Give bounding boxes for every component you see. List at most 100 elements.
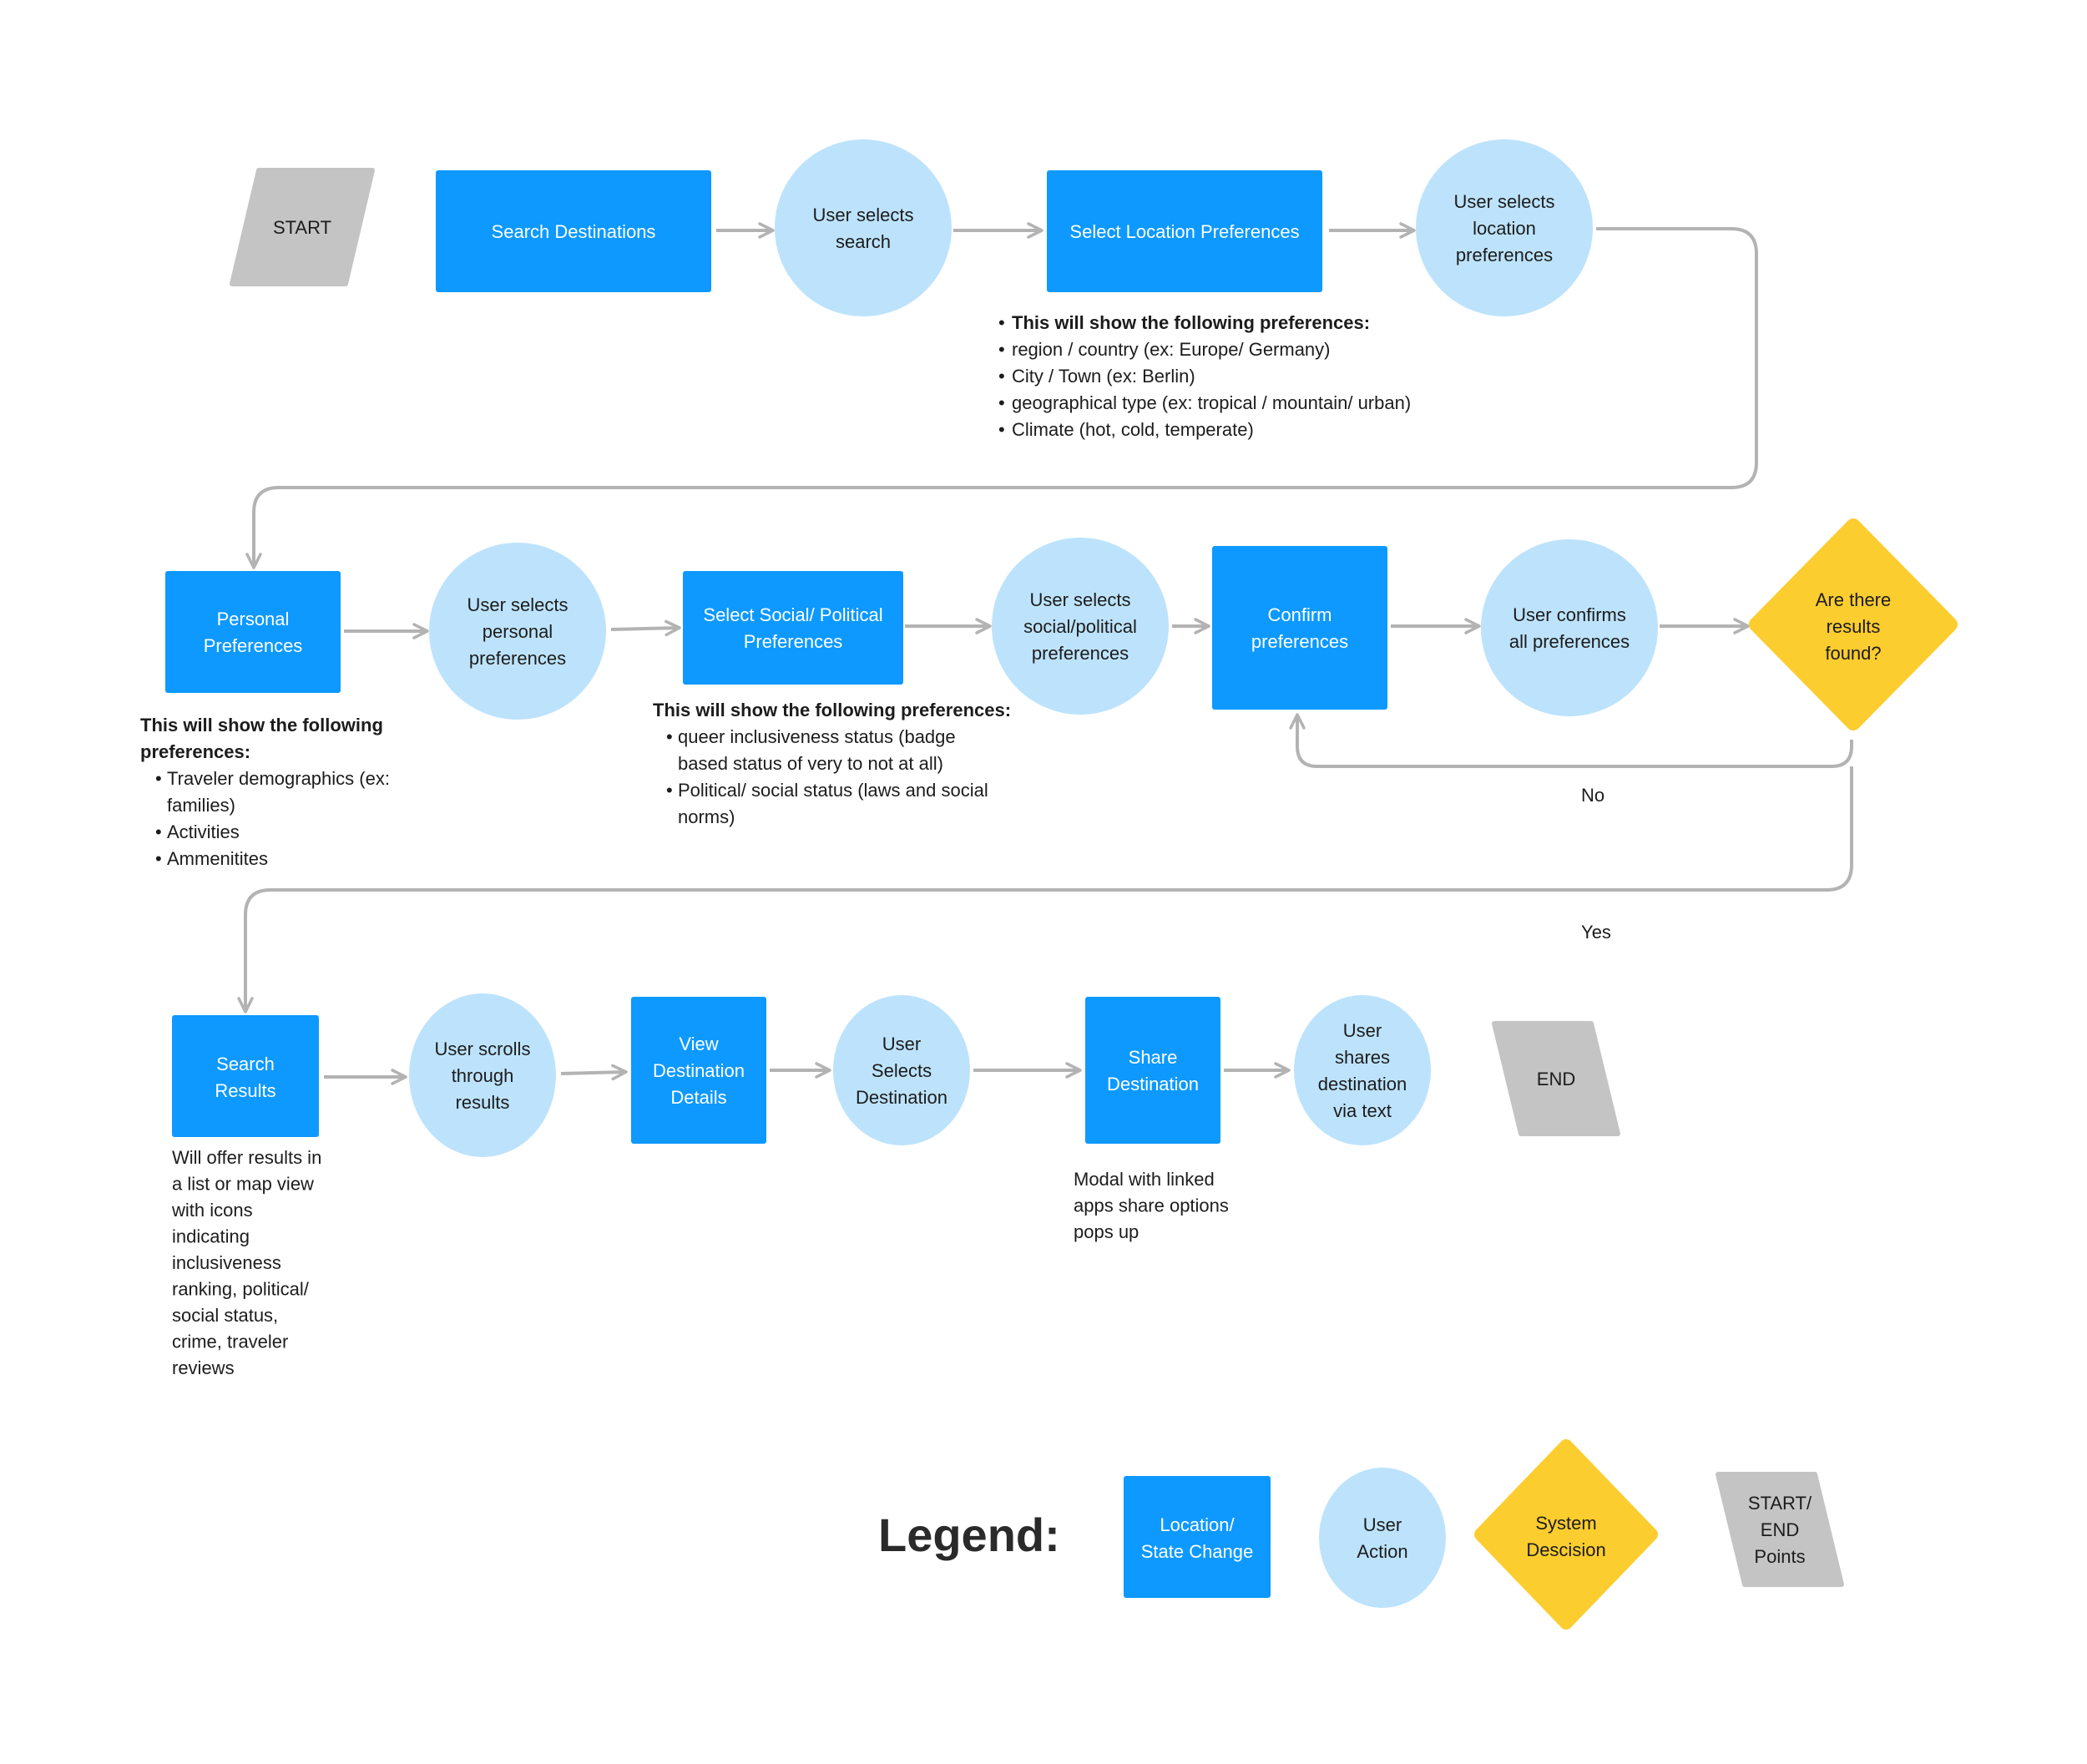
confirm-preferences-line: preferences [1251, 631, 1348, 652]
legend-terminal-line: Points [1754, 1546, 1805, 1567]
user-selects-social-label: User selects social/political preferences [1023, 589, 1137, 664]
user-scrolls-line: through [452, 1065, 514, 1086]
user-selects-search-line: User selects [812, 205, 913, 225]
note-line: Activities [167, 821, 240, 842]
select-location-preferences-node: Select Location Preferences [1047, 170, 1322, 292]
arrow-user-personal-social [610, 619, 681, 637]
bullet-icon: • [155, 848, 162, 869]
view-destination-details-line: View [679, 1034, 718, 1054]
user-shares-destination-line: via text [1333, 1100, 1392, 1121]
search-destinations-line: Search Destinations [492, 221, 656, 242]
note-line: based status of very to not at all) [678, 753, 943, 774]
connector-row1-to-row2 [245, 227, 1758, 569]
user-selects-social-node: User selects social/political preferences [992, 538, 1169, 715]
bullet-icon: • [998, 339, 1005, 360]
note-line: families) [167, 795, 235, 816]
location-note-text: •This will show the following preference… [998, 312, 1411, 440]
select-location-preferences-label: Select Location Preferences [1069, 221, 1299, 242]
search-results-line: Results [215, 1080, 275, 1101]
user-shares-destination-line: User [1343, 1020, 1382, 1041]
end-terminal: END [1492, 1021, 1620, 1136]
legend-action-line: User [1363, 1514, 1402, 1535]
are-there-results-line: results [1827, 616, 1881, 637]
user-selects-destination-line: Selects [872, 1060, 932, 1081]
are-there-results-line: found? [1825, 643, 1881, 664]
user-scrolls-line: results [456, 1092, 510, 1113]
note-line: preferences: [140, 741, 250, 762]
select-location-preferences-line: Select Location Preferences [1069, 221, 1299, 242]
share-destination-line: Share [1129, 1047, 1178, 1068]
edge-label-no: No [1581, 785, 1604, 806]
note-line: crime, traveler [172, 1332, 288, 1352]
select-social-political-line: Preferences [744, 631, 843, 652]
user-selects-social-line: preferences [1032, 643, 1129, 664]
personal-preferences-line: Personal [217, 609, 290, 629]
bullet-icon: • [666, 726, 673, 747]
legend-location-line: Location/ [1160, 1514, 1235, 1535]
confirm-preferences-line: Confirm [1267, 604, 1332, 625]
note-line: Political/ social status (laws and socia… [678, 780, 988, 801]
bullet-icon: • [155, 768, 162, 789]
confirm-preferences-node: Confirm preferences [1212, 546, 1387, 710]
legend-action-line: Action [1357, 1541, 1407, 1562]
legend-location-line: State Change [1141, 1541, 1254, 1562]
legend-terminal-line: END [1761, 1519, 1799, 1540]
search-destinations-label: Search Destinations [492, 221, 656, 242]
personal-preferences-line: Preferences [204, 635, 303, 656]
arrow-user-scrolls-view-details [560, 1064, 628, 1081]
user-selects-location-line: User selects [1453, 191, 1554, 212]
note-line: This will show the following preferences… [653, 700, 1011, 720]
note-line: ranking, political/ [172, 1279, 310, 1300]
user-confirms-all-line: User confirms [1513, 604, 1626, 625]
personal-preferences-note: This will show the following preferences:… [140, 715, 390, 869]
connectors [237, 222, 1853, 1085]
arrow-decision-no-loop [1289, 713, 1853, 768]
end-line: END [1537, 1069, 1575, 1089]
user-shares-destination-line: shares [1335, 1047, 1390, 1068]
user-selects-social-line: social/political [1023, 616, 1137, 637]
note-line: norms) [678, 806, 735, 827]
user-selects-personal-line: personal [483, 621, 553, 642]
view-destination-details-line: Destination [653, 1060, 745, 1081]
note-line: This will show the following [140, 715, 383, 735]
user-selects-social-line: User selects [1029, 589, 1130, 610]
note-line: reviews [172, 1357, 235, 1378]
bullet-icon: • [998, 312, 1005, 333]
bullet-icon: • [998, 419, 1005, 440]
start-line: START [273, 217, 331, 238]
legend-location-label: Location/State Change [1141, 1514, 1254, 1562]
social-note-text: This will show the following preferences… [653, 700, 1011, 827]
bullet-icon: • [998, 392, 1005, 413]
start-terminal: START [230, 168, 375, 286]
search-destinations-node: Search Destinations [436, 170, 711, 292]
user-selects-location-line: location [1473, 218, 1536, 239]
note-line: region / country (ex: Europe/ Germany) [1012, 339, 1331, 360]
note-line: with icons [171, 1200, 253, 1221]
view-destination-details-line: Details [670, 1087, 726, 1108]
